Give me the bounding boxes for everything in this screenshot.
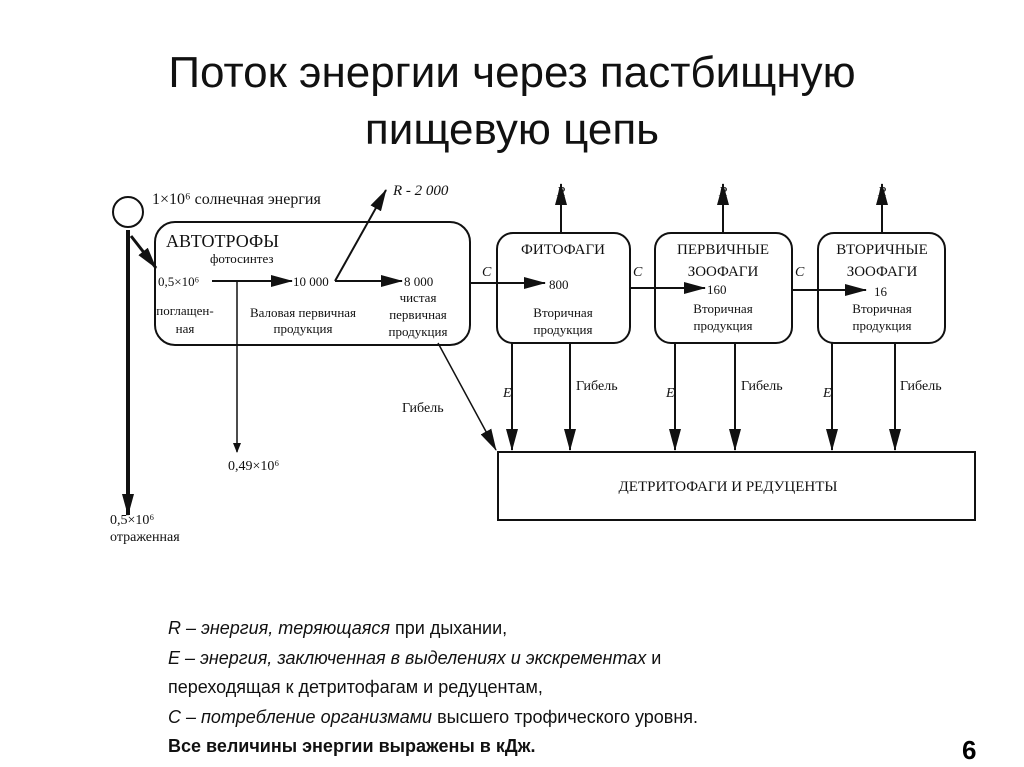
legend-e-cont: переходящая к детритофагам и редуцентам,	[168, 677, 543, 697]
legend-note: Все величины энергии выражены в кДж.	[168, 736, 536, 756]
e-label: E	[665, 386, 675, 401]
primary-zoophagi-title: ПЕРВИЧНЫЕ	[677, 242, 769, 258]
e-label: E	[502, 386, 512, 401]
c-label: C	[795, 265, 805, 280]
legend-text: и	[646, 647, 662, 668]
legend-italic: энергия, заключенная в выделениях и экск…	[200, 647, 647, 668]
primary-zoophagi-title: ЗООФАГИ	[688, 264, 759, 280]
net-label: чистая	[400, 290, 437, 305]
detritus-box	[497, 451, 976, 521]
legend-text: высшего трофического уровня.	[432, 706, 699, 727]
secondary-zoophagi-label: продукция	[853, 318, 912, 333]
absorbed-value: 0,5×10⁶	[158, 274, 199, 289]
net-label: продукция	[389, 324, 448, 339]
r-label: R	[877, 185, 887, 200]
absorbed-label: поглащен-	[156, 303, 213, 318]
autotrophs-death-arrow	[437, 342, 497, 451]
sun-icon	[112, 196, 144, 228]
death-label: Гибель	[576, 379, 618, 394]
legend-italic: потребление организмами	[201, 706, 433, 727]
autotrophs-title: АВТОТРОФЫ	[166, 231, 279, 251]
net-label: первичная	[389, 307, 447, 322]
reflected-value: 0,5×10⁶	[110, 513, 154, 528]
phytophagi-title: ФИТОФАГИ	[521, 242, 605, 258]
gross-value: 10 000	[293, 274, 329, 289]
legend-italic: энергия, теряющаяся	[201, 618, 391, 638]
death-label: Гибель	[741, 379, 783, 394]
detritus-label: ДЕТРИТОФАГИ И РЕДУЦЕНТЫ	[619, 479, 838, 495]
secondary-zoophagi-label: Вторичная	[852, 301, 911, 316]
page-number: 6	[962, 735, 977, 765]
primary-zoophagi-label: продукция	[694, 318, 753, 333]
death-label: Гибель	[900, 379, 942, 394]
phytophagi-label: Вторичная	[533, 305, 592, 320]
legend-text: при дыхании,	[390, 618, 508, 638]
legend-symbol: R –	[168, 618, 202, 638]
legend-e: E – энергия, заключенная в выделениях и …	[168, 644, 698, 674]
secondary-zoophagi-title: ВТОРИЧНЫЕ	[836, 242, 928, 258]
slide-title-line2: пищевую цепь	[364, 105, 660, 154]
net-value: 8 000	[404, 274, 433, 289]
phytophagi-label: продукция	[534, 322, 593, 337]
gross-label: продукция	[274, 321, 333, 336]
legend-symbol: C –	[168, 706, 202, 727]
legend-r: R – энергия, теряющаяся при дыхании,	[168, 614, 698, 644]
reflected-label: отраженная	[110, 530, 180, 545]
absorbed-label: ная	[176, 321, 195, 336]
c-label: C	[633, 265, 643, 280]
primary-zoophagi-value: 160	[707, 282, 727, 297]
sun-to-autotrophs-arrow	[129, 235, 158, 269]
legend: R – энергия, теряющаяся при дыхании, E –…	[168, 614, 698, 762]
respiration-label: R - 2 000	[392, 183, 449, 199]
primary-zoophagi-label: Вторичная	[693, 301, 752, 316]
r-label: R	[718, 185, 728, 200]
sun-label: 1×10⁶ солнечная энергия	[152, 191, 321, 208]
slide-title-line1: Поток энергии через пастбищную	[168, 48, 856, 97]
secondary-zoophagi-title: ЗООФАГИ	[847, 264, 918, 280]
e-label: E	[822, 386, 832, 401]
c-label: C	[482, 265, 492, 280]
autotrophs-death-label: Гибель	[402, 401, 444, 416]
respiration-arrow	[334, 189, 387, 282]
process-label: фотосинтез	[210, 251, 274, 266]
secondary-zoophagi-value: 16	[874, 284, 888, 299]
legend-c: C – потребление организмами высшего троф…	[168, 703, 698, 733]
legend-symbol: E –	[168, 647, 201, 668]
phytophagi-value: 800	[549, 277, 569, 292]
r-label: R	[556, 185, 566, 200]
loss-value: 0,49×10⁶	[228, 459, 279, 474]
gross-label: Валовая первичная	[250, 305, 356, 320]
